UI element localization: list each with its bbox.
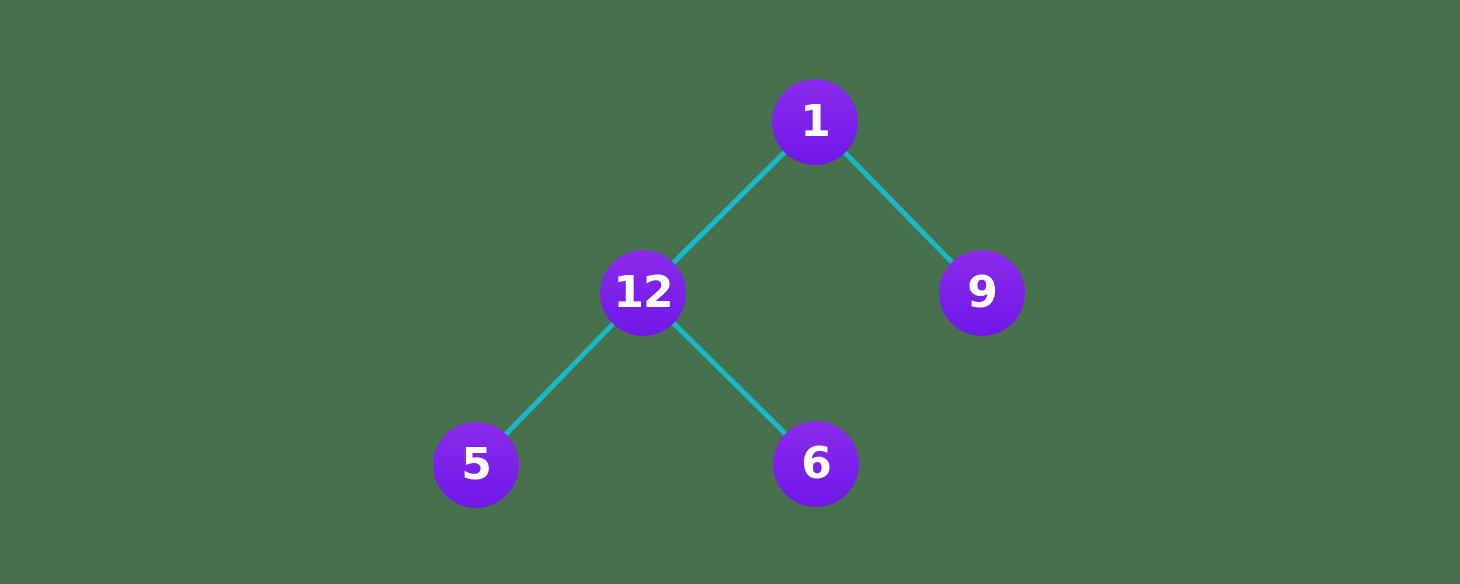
node-label: 1 [800,96,831,147]
node-label: 5 [461,439,492,490]
tree-node-12: 12 [600,250,686,336]
tree-node-5: 5 [433,422,519,508]
tree-node-6: 6 [773,421,859,507]
tree-node-1: 1 [772,79,858,165]
tree-node-9: 9 [939,250,1025,336]
node-label: 9 [967,267,998,318]
node-label: 12 [613,267,673,318]
node-label: 6 [801,438,832,489]
